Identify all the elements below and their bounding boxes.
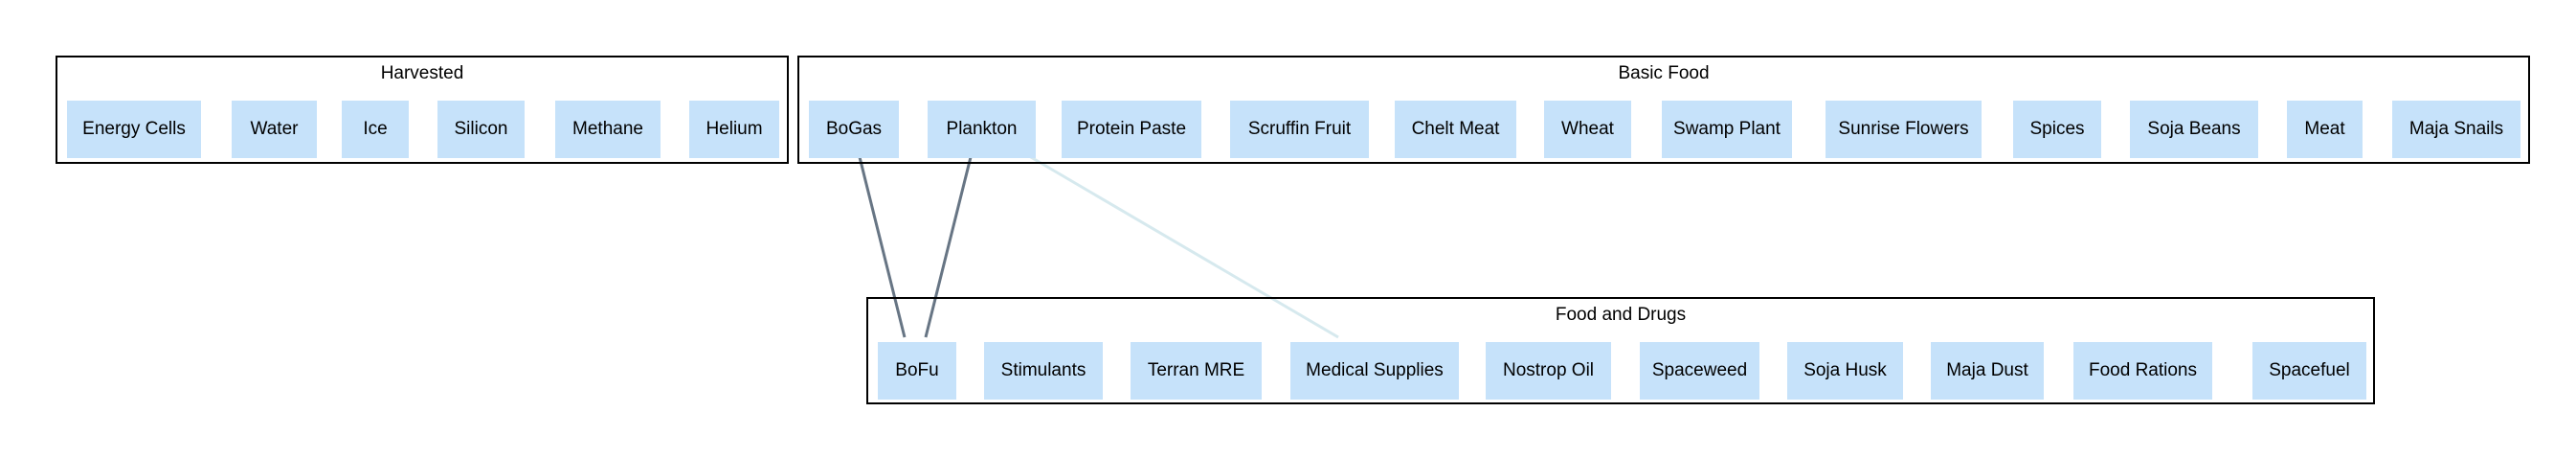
node-spacefuel[interactable]: Spacefuel [2252, 342, 2366, 400]
cluster-title-harvested: Harvested [380, 63, 464, 83]
node-water[interactable]: Water [232, 101, 317, 158]
node-terran-mre[interactable]: Terran MRE [1131, 342, 1262, 400]
node-chelt-meat[interactable]: Chelt Meat [1395, 101, 1516, 158]
node-ice[interactable]: Ice [342, 101, 409, 158]
edge-bogas-bofu [857, 152, 907, 338]
node-methane[interactable]: Methane [555, 101, 661, 158]
node-soja-husk[interactable]: Soja Husk [1787, 342, 1903, 400]
cluster-title-food-and-drugs: Food and Drugs [1555, 305, 1687, 325]
node-wheat[interactable]: Wheat [1544, 101, 1631, 158]
node-meat[interactable]: Meat [2287, 101, 2363, 158]
node-soja-beans[interactable]: Soja Beans [2130, 101, 2258, 158]
node-medical-supplies[interactable]: Medical Supplies [1290, 342, 1459, 400]
node-plankton[interactable]: Plankton [928, 101, 1036, 158]
node-silicon[interactable]: Silicon [437, 101, 525, 158]
node-energy-cells[interactable]: Energy Cells [67, 101, 201, 158]
node-food-rations[interactable]: Food Rations [2073, 342, 2212, 400]
cluster-harvested: Harvested Energy Cells Water Ice Silicon… [56, 56, 789, 164]
edge-plankton-bofu [924, 152, 974, 338]
node-maja-dust[interactable]: Maja Dust [1931, 342, 2044, 400]
node-nostrop-oil[interactable]: Nostrop Oil [1486, 342, 1611, 400]
node-bogas[interactable]: BoGas [809, 101, 899, 158]
node-sunrise-flowers[interactable]: Sunrise Flowers [1826, 101, 1982, 158]
cluster-title-basic-food: Basic Food [1618, 63, 1710, 83]
node-bofu[interactable]: BoFu [878, 342, 956, 400]
node-spaceweed[interactable]: Spaceweed [1640, 342, 1759, 400]
edge-plankton-medical-supplies [1023, 151, 1339, 339]
node-stimulants[interactable]: Stimulants [984, 342, 1103, 400]
node-scruffin-fruit[interactable]: Scruffin Fruit [1230, 101, 1369, 158]
node-spices[interactable]: Spices [2013, 101, 2101, 158]
node-helium[interactable]: Helium [689, 101, 779, 158]
node-maja-snails[interactable]: Maja Snails [2392, 101, 2520, 158]
node-protein-paste[interactable]: Protein Paste [1062, 101, 1201, 158]
cluster-basic-food: Basic Food BoGas Plankton Protein Paste … [797, 56, 2530, 164]
node-swamp-plant[interactable]: Swamp Plant [1662, 101, 1792, 158]
cluster-food-and-drugs: Food and Drugs BoFu Stimulants Terran MR… [866, 297, 2375, 404]
